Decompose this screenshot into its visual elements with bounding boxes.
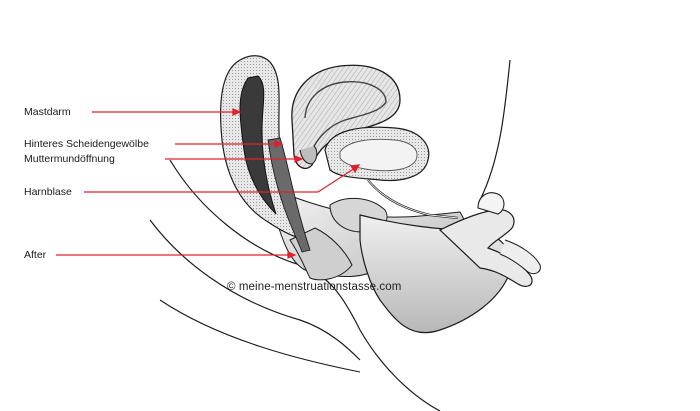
label-harnblase: Harnblase (24, 186, 72, 198)
abdomen-contour (479, 59, 511, 201)
uterine-cavity (304, 81, 387, 151)
lower-contour (159, 299, 361, 373)
urethra-inner (367, 179, 459, 219)
label-after: After (24, 249, 47, 261)
cervix (299, 145, 318, 165)
back-contour (169, 159, 441, 411)
arrowhead-harnblase (349, 164, 361, 174)
pointer-lines (56, 108, 361, 259)
buttock-contour (149, 219, 361, 361)
label-muttermundoeffnung: Muttermundöffnung (24, 153, 115, 165)
rectum-lumen (239, 75, 277, 215)
label-mastdarm: Mastdarm (24, 106, 71, 118)
label-hinteres-scheidengewoelbe: Hinteres Scheidengewölbe (24, 138, 149, 150)
vaginal-canal (267, 137, 311, 253)
arrowhead-mutter (294, 155, 304, 163)
arrowhead-mastdarm (232, 108, 242, 116)
finger (499, 239, 541, 275)
arrowhead-hinteres (274, 140, 284, 148)
copyright-watermark: © meine-menstruationstasse.com (227, 281, 402, 293)
thumb (477, 192, 505, 215)
pointer-harnblase-diagonal (317, 167, 356, 193)
arrowhead-after (287, 251, 297, 259)
